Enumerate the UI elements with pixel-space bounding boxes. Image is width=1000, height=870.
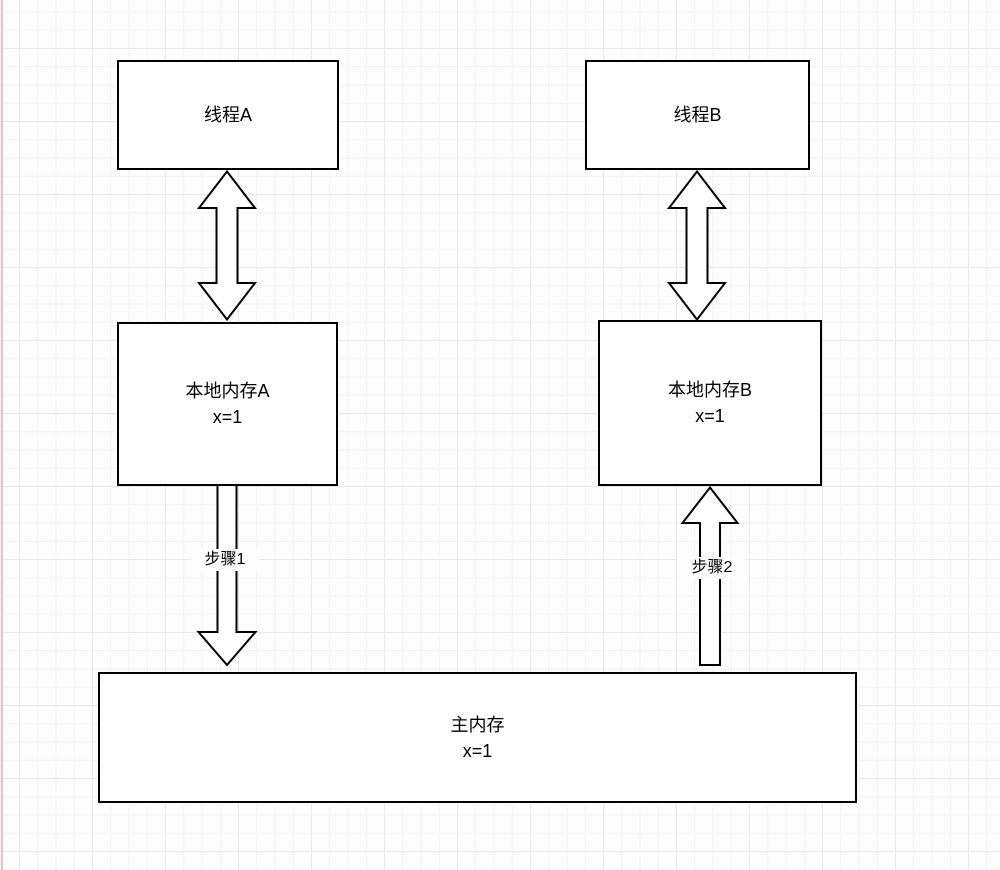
node-local-memory-b[interactable]: 本地内存B x=1 [598,320,822,486]
node-thread-a[interactable]: 线程A [117,60,339,170]
node-local-memory-b-label: 本地内存B [667,380,752,400]
node-main-memory-label: 主内存 [450,714,505,735]
node-thread-b[interactable]: 线程B [585,60,810,170]
double-arrow-thread-b-local-b[interactable] [666,170,728,321]
node-local-memory-a-label: 本地内存A [185,381,270,401]
node-local-memory-a-value: x=1 [212,407,243,427]
node-thread-b-label: 线程B [673,105,722,125]
arrow-step1-local-a-to-main[interactable] [196,486,258,667]
node-main-memory-value: x=1 [462,740,493,761]
node-thread-a-label: 线程A [203,105,252,125]
edge-label-step1[interactable]: 步骤1 [191,549,259,571]
edge-label-step2[interactable]: 步骤2 [678,557,746,579]
node-main-memory[interactable]: 主内存 x=1 [98,672,857,803]
page-guide-line [1,0,3,870]
node-local-memory-b-value: x=1 [695,406,725,426]
node-local-memory-a[interactable]: 本地内存A x=1 [117,322,338,486]
double-arrow-thread-a-local-a[interactable] [196,170,258,321]
